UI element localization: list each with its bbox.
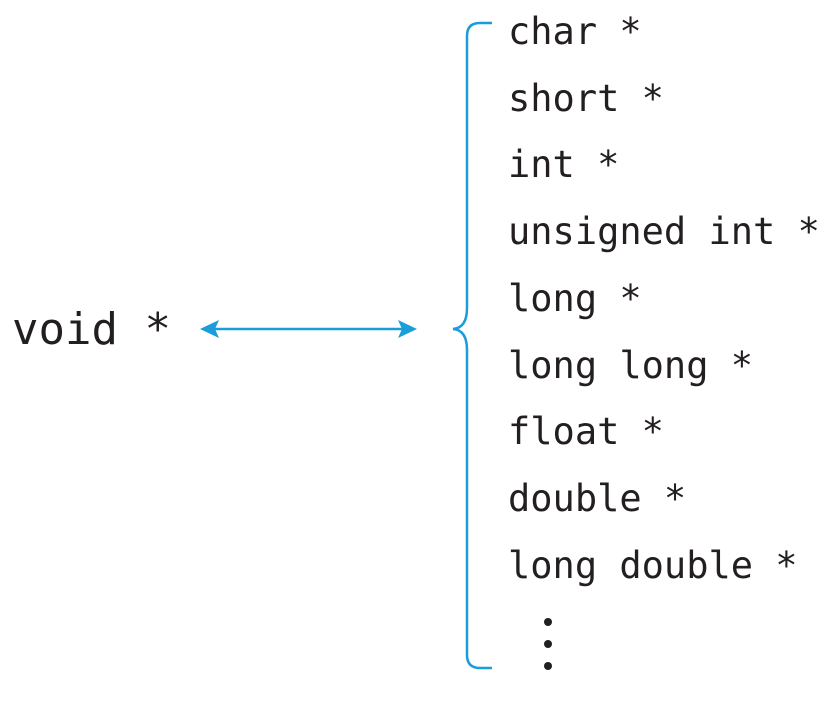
double-headed-arrow-icon bbox=[200, 320, 417, 338]
pointer-type-item: double * bbox=[508, 476, 687, 520]
ellipsis-dot bbox=[544, 618, 552, 626]
pointer-type-item: char * bbox=[508, 10, 642, 53]
pointer-type-item: long double * bbox=[508, 543, 798, 587]
pointer-type-item: long long * bbox=[508, 343, 754, 387]
pointer-type-item: long * bbox=[508, 276, 642, 320]
pointer-type-item: float * bbox=[508, 410, 664, 454]
curly-brace-icon bbox=[452, 21, 492, 670]
ellipsis-dot bbox=[544, 662, 552, 670]
ellipsis-dot bbox=[544, 640, 552, 648]
pointer-type-item: unsigned int * bbox=[508, 210, 820, 254]
vertical-ellipsis-icon bbox=[508, 618, 552, 678]
void-pointer-label: void * bbox=[12, 304, 171, 355]
pointer-type-item: int * bbox=[508, 143, 620, 187]
pointer-type-item: short * bbox=[508, 76, 664, 120]
